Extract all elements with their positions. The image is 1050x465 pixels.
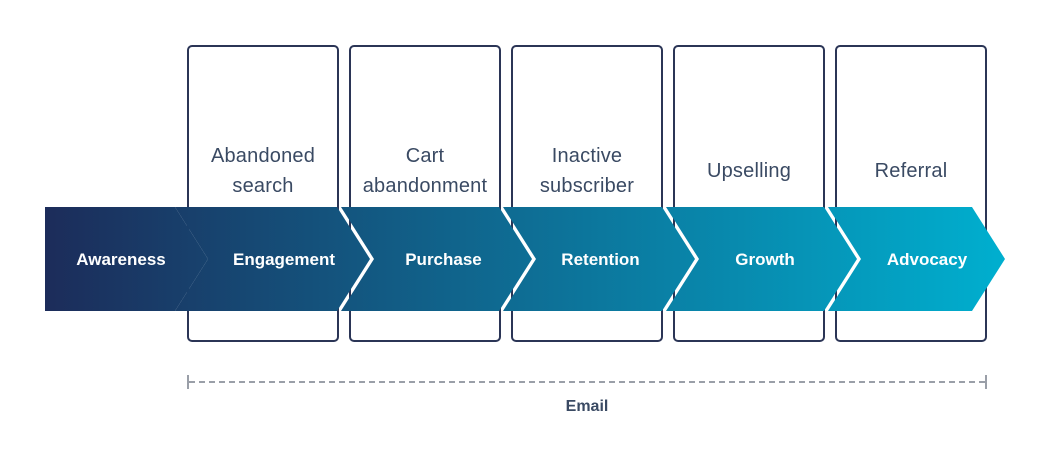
span-dashed-line xyxy=(189,381,985,383)
span-start-tick xyxy=(187,375,189,389)
stage-purchase: Purchase xyxy=(405,250,482,269)
tactic-line: abandonment xyxy=(362,175,488,197)
stage-chevron-awareness xyxy=(45,207,208,311)
tactic-line: search xyxy=(232,175,294,197)
email-span-indicator xyxy=(187,375,987,389)
tactic-line: Inactive xyxy=(551,145,623,167)
tactic-label: Referral xyxy=(837,141,985,201)
tactic-line: Upselling xyxy=(706,160,792,182)
stage-chevron-engagement xyxy=(175,207,370,311)
tactic-line: Abandoned xyxy=(210,145,316,167)
stage-chevron-growth xyxy=(666,207,857,311)
stage-chevron-advocacy xyxy=(828,207,1005,311)
stage-growth: Growth xyxy=(735,250,795,269)
stage-engagement: Engagement xyxy=(232,250,336,269)
stage-chevron-purchase xyxy=(341,207,532,311)
tactic-line: Referral xyxy=(874,160,948,182)
tactic-label: Abandoned search xyxy=(189,141,337,201)
stage-retention: Retention xyxy=(561,250,640,269)
stage-advocacy: Advocacy xyxy=(886,250,968,269)
stage-awareness: Awareness xyxy=(76,250,166,269)
tactic-line: Cart xyxy=(405,145,445,167)
tactic-label: Upselling xyxy=(675,141,823,201)
tactic-line: subscriber xyxy=(539,175,635,197)
stage-chevron-retention xyxy=(503,207,695,311)
tactic-label: Inactive subscriber xyxy=(513,141,661,201)
channel-label: Email xyxy=(565,398,609,415)
span-end-tick xyxy=(985,375,987,389)
tactic-label: Cart abandonment xyxy=(351,141,499,201)
